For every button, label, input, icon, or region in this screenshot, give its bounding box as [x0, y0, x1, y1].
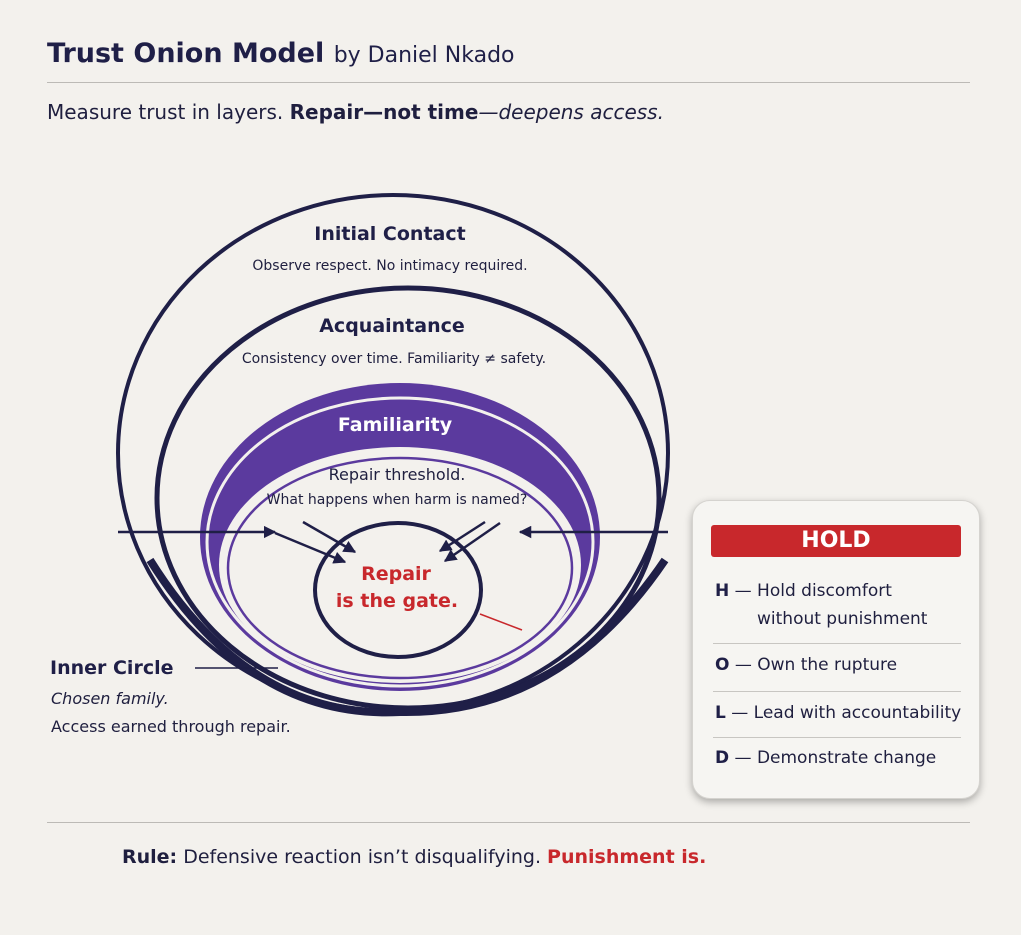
- hold-letter: O: [715, 655, 730, 675]
- bottom-divider: [47, 822, 970, 823]
- inner-circle-title: Inner Circle: [50, 657, 174, 679]
- divider: [713, 643, 961, 644]
- hold-item-d: D — Demonstrate change: [715, 748, 937, 768]
- layer-acquaintance-desc: Consistency over time. Familiarity ≠ saf…: [241, 351, 547, 367]
- inner-circle-desc-2: Access earned through repair.: [51, 717, 291, 736]
- hold-text: Own the rupture: [757, 655, 898, 675]
- bottom-thick-arc: [146, 557, 669, 717]
- core-line-2: is the gate.: [335, 590, 459, 612]
- hold-text: Hold discomfort: [757, 581, 892, 601]
- hold-letter: H: [715, 581, 730, 601]
- byline: by Daniel Nkado: [333, 43, 515, 68]
- divider: [713, 737, 961, 738]
- subtitle: Measure trust in layers. Repair—not time…: [47, 100, 664, 124]
- hold-item-l: L — Lead with accountability: [715, 703, 962, 723]
- core-line-1: Repair: [361, 563, 431, 585]
- familiarity-inner-line: [226, 456, 574, 680]
- familiarity-gap: [205, 396, 595, 688]
- layer-acquaintance-ring: [154, 285, 662, 711]
- layer-familiarity-question: What happens when harm is named?: [266, 492, 528, 508]
- hold-letter: L: [715, 703, 726, 723]
- subtitle-bold: Repair—not time: [289, 100, 479, 124]
- hold-item-h-cont: without punishment: [757, 609, 928, 629]
- page-title: Trust Onion Model by Daniel Nkado: [47, 38, 515, 69]
- subtitle-lead: Measure trust in layers.: [47, 100, 290, 124]
- footer-label: Rule:: [122, 846, 178, 868]
- hold-card-title: HOLD: [711, 525, 961, 557]
- top-divider: [47, 82, 970, 83]
- title-text: Trust Onion Model: [47, 38, 325, 69]
- arrow-diag-3: [443, 521, 501, 563]
- layer-initial-contact-title: Initial Contact: [314, 223, 466, 245]
- layer-acquaintance-title: Acquaintance: [319, 315, 465, 337]
- footer-emphasis: Punishment is.: [547, 846, 707, 868]
- arrow-diag-4: [438, 520, 486, 553]
- hold-text: Lead with accountability: [753, 703, 962, 723]
- hold-card: HOLD H — Hold discomfort without punishm…: [692, 500, 980, 799]
- hold-item-o: O — Own the rupture: [715, 655, 898, 675]
- hold-text: Demonstrate change: [756, 748, 937, 768]
- inner-circle-ring: [313, 521, 483, 659]
- familiarity-inner: [219, 447, 581, 683]
- layer-familiarity-desc: Repair threshold.: [328, 465, 466, 484]
- layer-initial-contact-desc: Observe respect. No intimacy required.: [252, 258, 528, 274]
- divider: [713, 691, 961, 692]
- footer-rule: Rule: Defensive reaction isn’t disqualif…: [122, 846, 706, 868]
- layer-familiarity-title: Familiarity: [337, 414, 453, 436]
- hold-item-h: H — Hold discomfort: [715, 581, 892, 601]
- arrow-diag-1: [274, 531, 347, 564]
- arrow-diag-2: [302, 520, 357, 554]
- subtitle-italic: —deepens access.: [478, 100, 664, 124]
- footer-text: Defensive reaction isn’t disqualifying.: [177, 846, 548, 868]
- gate-pointer: [479, 613, 523, 631]
- inner-circle-desc-1: Chosen family.: [51, 689, 169, 708]
- hold-letter: D: [715, 748, 730, 768]
